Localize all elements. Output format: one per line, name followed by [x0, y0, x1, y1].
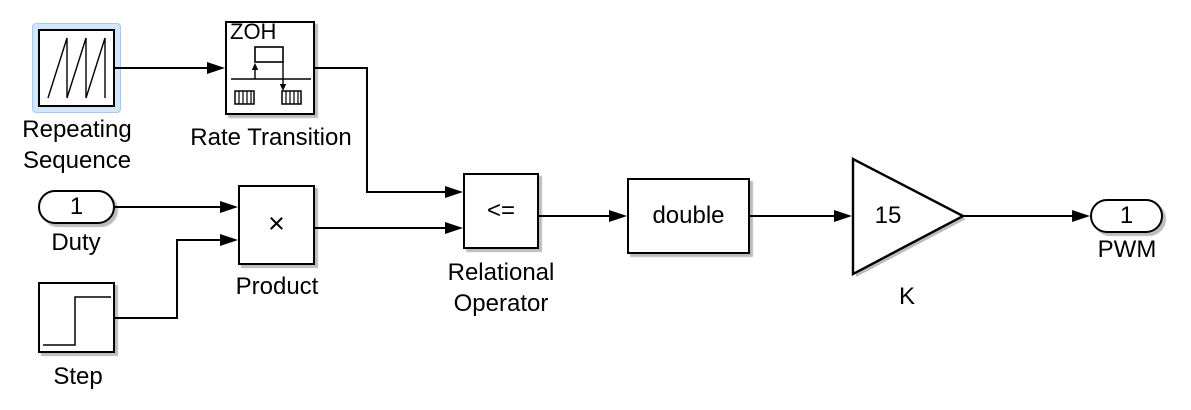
rate-transition-block[interactable]: ZOH — [225, 19, 315, 115]
wire-ratetransition-to-relational-v[interactable] — [366, 67, 368, 193]
product-block[interactable]: × — [238, 185, 315, 265]
repeating-sequence-block[interactable] — [38, 29, 115, 107]
step-label: Step — [53, 363, 103, 390]
rate-transition-label: Rate Transition — [190, 124, 352, 151]
data-type-conversion-block[interactable]: double — [627, 178, 750, 254]
gain-label: K — [898, 283, 915, 310]
zoh-label: ZOH — [230, 19, 277, 44]
gain-block[interactable]: 15 — [851, 157, 970, 282]
arrowhead — [445, 185, 463, 198]
relational-operator-label: Relational Operator — [447, 259, 555, 317]
wire-ratetransition-to-relational-h1[interactable] — [315, 67, 368, 69]
wire-ratetransition-to-relational-h2[interactable] — [366, 191, 445, 193]
duty-port-number: 1 — [69, 193, 84, 220]
wire-step-to-product-v[interactable] — [176, 239, 178, 319]
arrowhead — [609, 209, 627, 222]
pwm-outport[interactable]: 1 — [1090, 199, 1163, 233]
step-icon — [43, 296, 111, 346]
arrowhead — [445, 221, 463, 234]
wire-repeating-to-ratetransition[interactable] — [115, 67, 207, 69]
repeating-sequence-label: Repeating Sequence — [22, 116, 132, 174]
arrowhead — [1072, 209, 1090, 222]
wire-duty-to-product[interactable] — [115, 206, 220, 208]
wire-step-to-product-h1[interactable] — [115, 317, 178, 319]
arrowhead — [220, 233, 238, 246]
gain-value: 15 — [874, 202, 902, 229]
wire-gain-to-pwm[interactable] — [963, 215, 1072, 217]
pwm-port-number: 1 — [1119, 202, 1134, 229]
wire-step-to-product-h2[interactable] — [176, 239, 220, 241]
arrowhead — [834, 209, 852, 222]
gain-triangle-icon — [851, 157, 966, 277]
multiply-icon: × — [268, 207, 285, 240]
duty-inport[interactable]: 1 — [38, 190, 115, 224]
arrowhead — [207, 61, 225, 74]
rate-transition-icon — [231, 46, 311, 105]
relational-operator-block[interactable]: <= — [463, 173, 539, 249]
pwm-label: PWM — [1097, 236, 1157, 263]
step-block[interactable] — [38, 282, 115, 353]
product-label: Product — [235, 273, 319, 300]
arrowhead — [220, 200, 238, 213]
wire-conversion-to-gain[interactable] — [750, 215, 834, 217]
wire-product-to-relational[interactable] — [315, 227, 445, 229]
wire-relational-to-conversion[interactable] — [539, 215, 609, 217]
duty-label: Duty — [51, 229, 101, 256]
sawtooth-icon — [47, 37, 106, 99]
less-equal-operator: <= — [486, 197, 516, 224]
